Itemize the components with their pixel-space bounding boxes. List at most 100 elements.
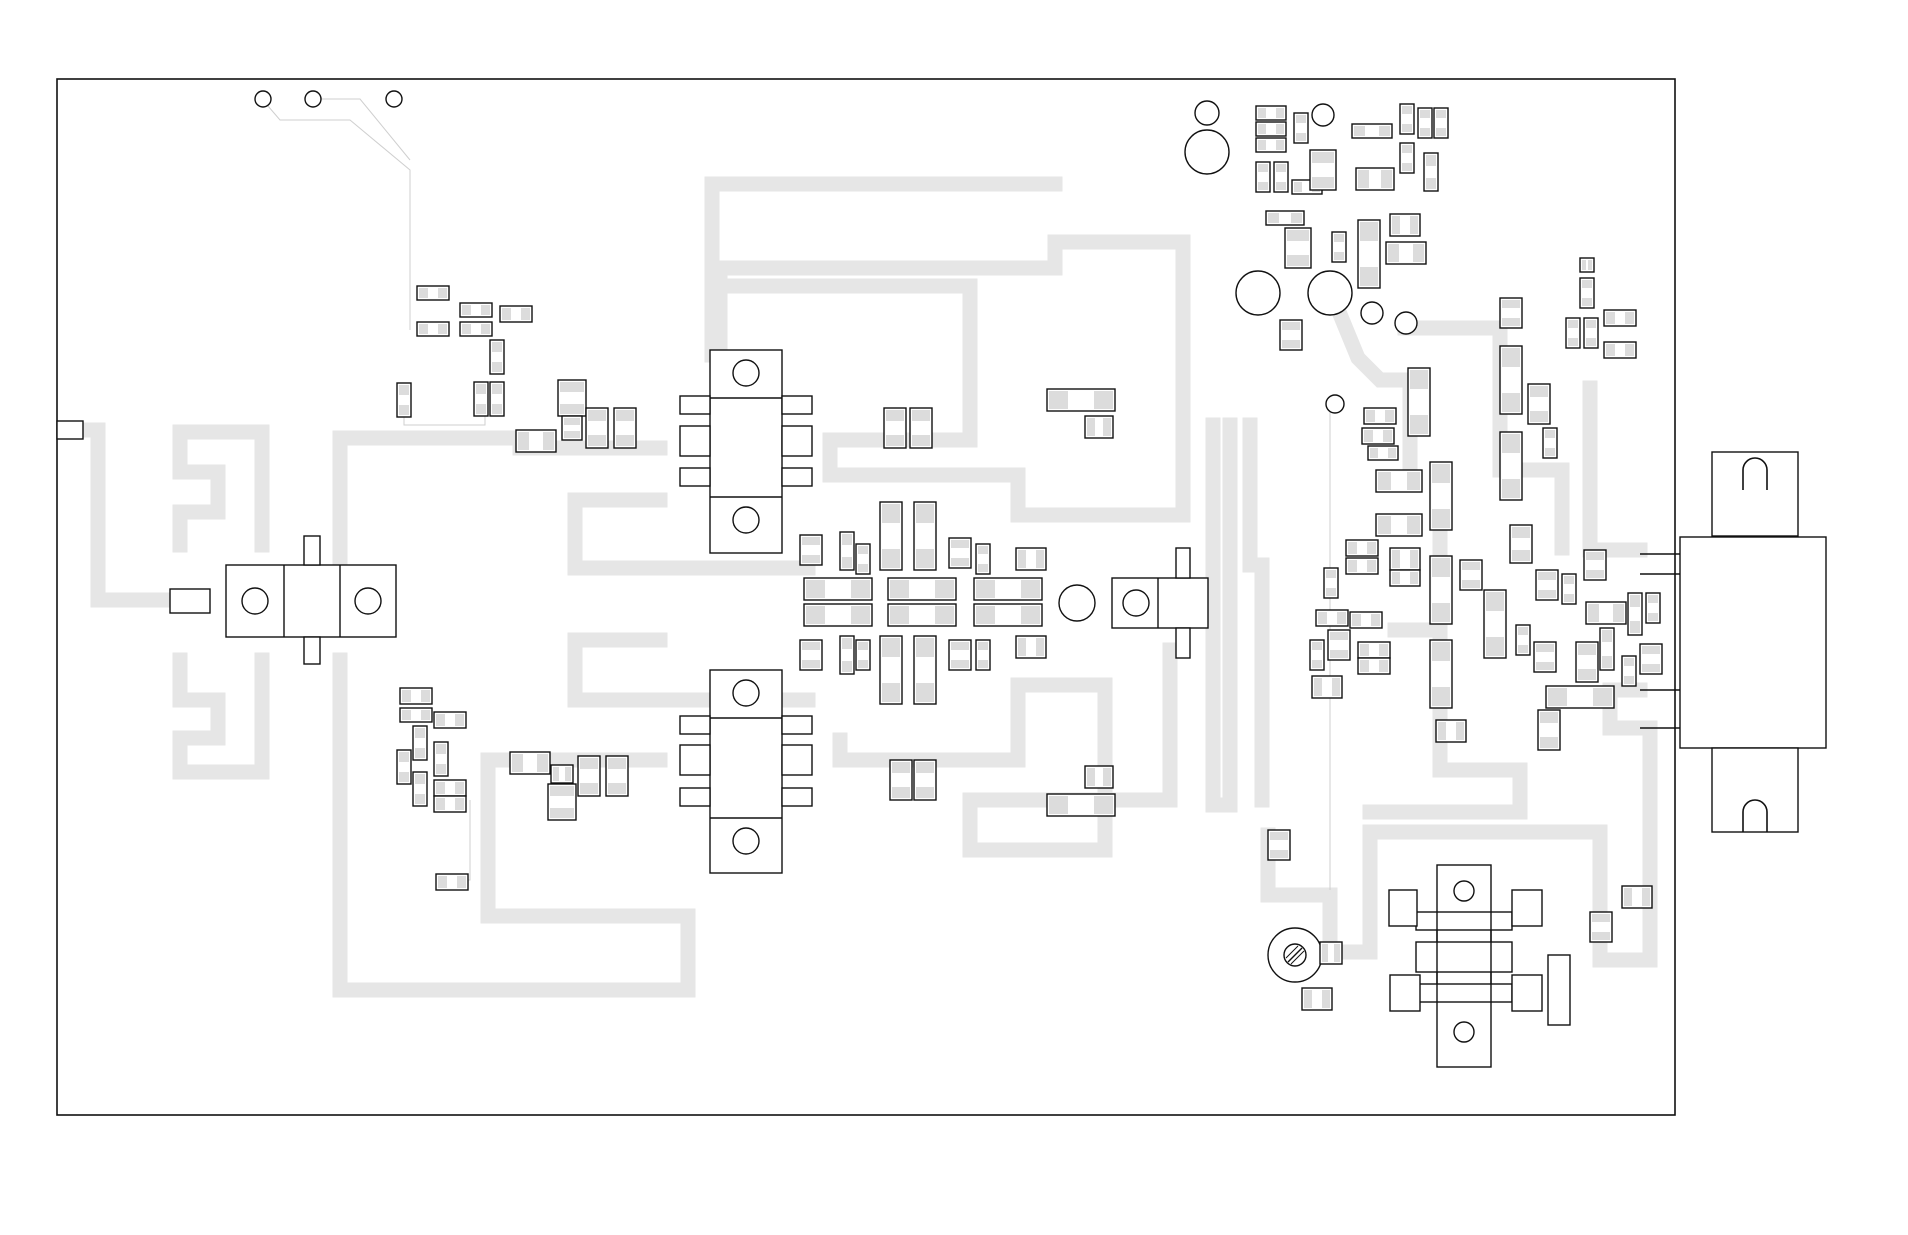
smd-part: [1358, 642, 1390, 658]
smd-part: [434, 796, 466, 812]
smd-part: [434, 712, 466, 728]
smd-part: [1256, 122, 1286, 136]
smd-part: [1332, 232, 1346, 262]
smd-part: [614, 408, 636, 448]
smd-part: [1256, 162, 1270, 192]
smd-part: [974, 604, 1042, 626]
smd-part: [1646, 593, 1660, 623]
smd-part: [1364, 408, 1396, 424]
smd-part: [436, 874, 468, 890]
smd-part: [460, 303, 492, 317]
smd-part: [400, 708, 432, 722]
smd-part: [1047, 794, 1115, 816]
smd-part: [434, 780, 466, 796]
smd-part: [413, 772, 427, 806]
smd-part: [1256, 138, 1286, 152]
smd-part: [949, 640, 971, 670]
smd-part: [1358, 658, 1390, 674]
smd-part: [1356, 168, 1394, 190]
smd-part: [1302, 988, 1332, 1010]
smd-part: [914, 502, 936, 570]
mounting-hole: [355, 588, 381, 614]
smd-part: [1604, 342, 1636, 358]
smd-part: [1268, 830, 1290, 860]
gate-lead: [304, 536, 320, 565]
smd-part: [976, 640, 990, 670]
smd-part: [1534, 642, 1556, 672]
smd-part: [500, 306, 532, 322]
smd-part: [800, 640, 822, 670]
smd-part: [397, 383, 411, 417]
smd-part: [1386, 242, 1426, 264]
smd-part: [1085, 416, 1113, 438]
smd-part: [1362, 428, 1394, 444]
smd-part: [804, 578, 872, 600]
smd-part: [397, 750, 411, 784]
mounting-hole: [733, 680, 759, 706]
smd-part: [1346, 558, 1378, 574]
smd-part: [1352, 124, 1392, 138]
input-pad: [57, 421, 83, 439]
smd-part: [1430, 640, 1452, 708]
mounting-hole: [733, 828, 759, 854]
smd-part: [516, 430, 556, 452]
smd-part: [510, 752, 550, 774]
mounting-hole: [242, 588, 268, 614]
mounting-hole: [733, 360, 759, 386]
smd-part: [578, 756, 600, 796]
smd-part: [586, 408, 608, 448]
smd-part: [400, 688, 432, 704]
smd-part: [1543, 428, 1557, 458]
smd-part: [1418, 108, 1432, 138]
input-cap: [170, 589, 210, 613]
smd-part: [1430, 462, 1452, 530]
smd-part: [1285, 228, 1311, 268]
smd-part: [856, 640, 870, 670]
mounting-hole: [1454, 881, 1474, 901]
pin-hole-1: [255, 91, 271, 107]
smd-part: [417, 322, 449, 336]
smd-part: [606, 756, 628, 796]
smd-part: [1016, 548, 1046, 570]
smd-part: [1390, 548, 1420, 570]
smd-part: [1604, 310, 1636, 326]
smd-part: [1500, 432, 1522, 500]
smd-part: [1390, 570, 1420, 586]
smd-part: [1047, 389, 1115, 411]
smd-part: [1408, 368, 1430, 436]
smd-part: [417, 286, 449, 300]
smd-part: [490, 340, 504, 374]
smd-part: [1266, 211, 1304, 225]
smd-part: [1584, 550, 1606, 580]
smd-part: [434, 742, 448, 776]
smd-part: [1376, 470, 1422, 492]
smd-part: [551, 765, 573, 783]
smd-part: [1600, 628, 1614, 670]
smd-part: [1586, 602, 1626, 624]
smd-part: [1256, 106, 1286, 120]
smd-part: [1434, 108, 1448, 138]
smd-part: [1500, 346, 1522, 414]
smd-part: [1424, 153, 1438, 191]
trimmer-potentiometer: [1268, 928, 1322, 982]
smd-part: [840, 532, 854, 570]
smd-part: [490, 382, 504, 416]
smd-part: [1500, 298, 1522, 328]
smd-part: [1350, 612, 1382, 628]
smd-part: [1538, 710, 1560, 750]
smd-part: [1274, 162, 1288, 192]
smd-part: [976, 544, 990, 574]
smd-part: [1312, 676, 1342, 698]
smd-part: [1584, 318, 1598, 348]
via-large: [1059, 585, 1095, 621]
smd-part: [460, 322, 492, 336]
smd-part: [1328, 630, 1350, 660]
connector-flange-top: [1712, 452, 1798, 536]
smd-part: [888, 604, 956, 626]
smd-part: [1016, 636, 1046, 658]
smd-part: [949, 538, 971, 568]
smd-part: [1562, 574, 1576, 604]
smd-part: [890, 760, 912, 800]
drain-lead: [304, 637, 320, 664]
